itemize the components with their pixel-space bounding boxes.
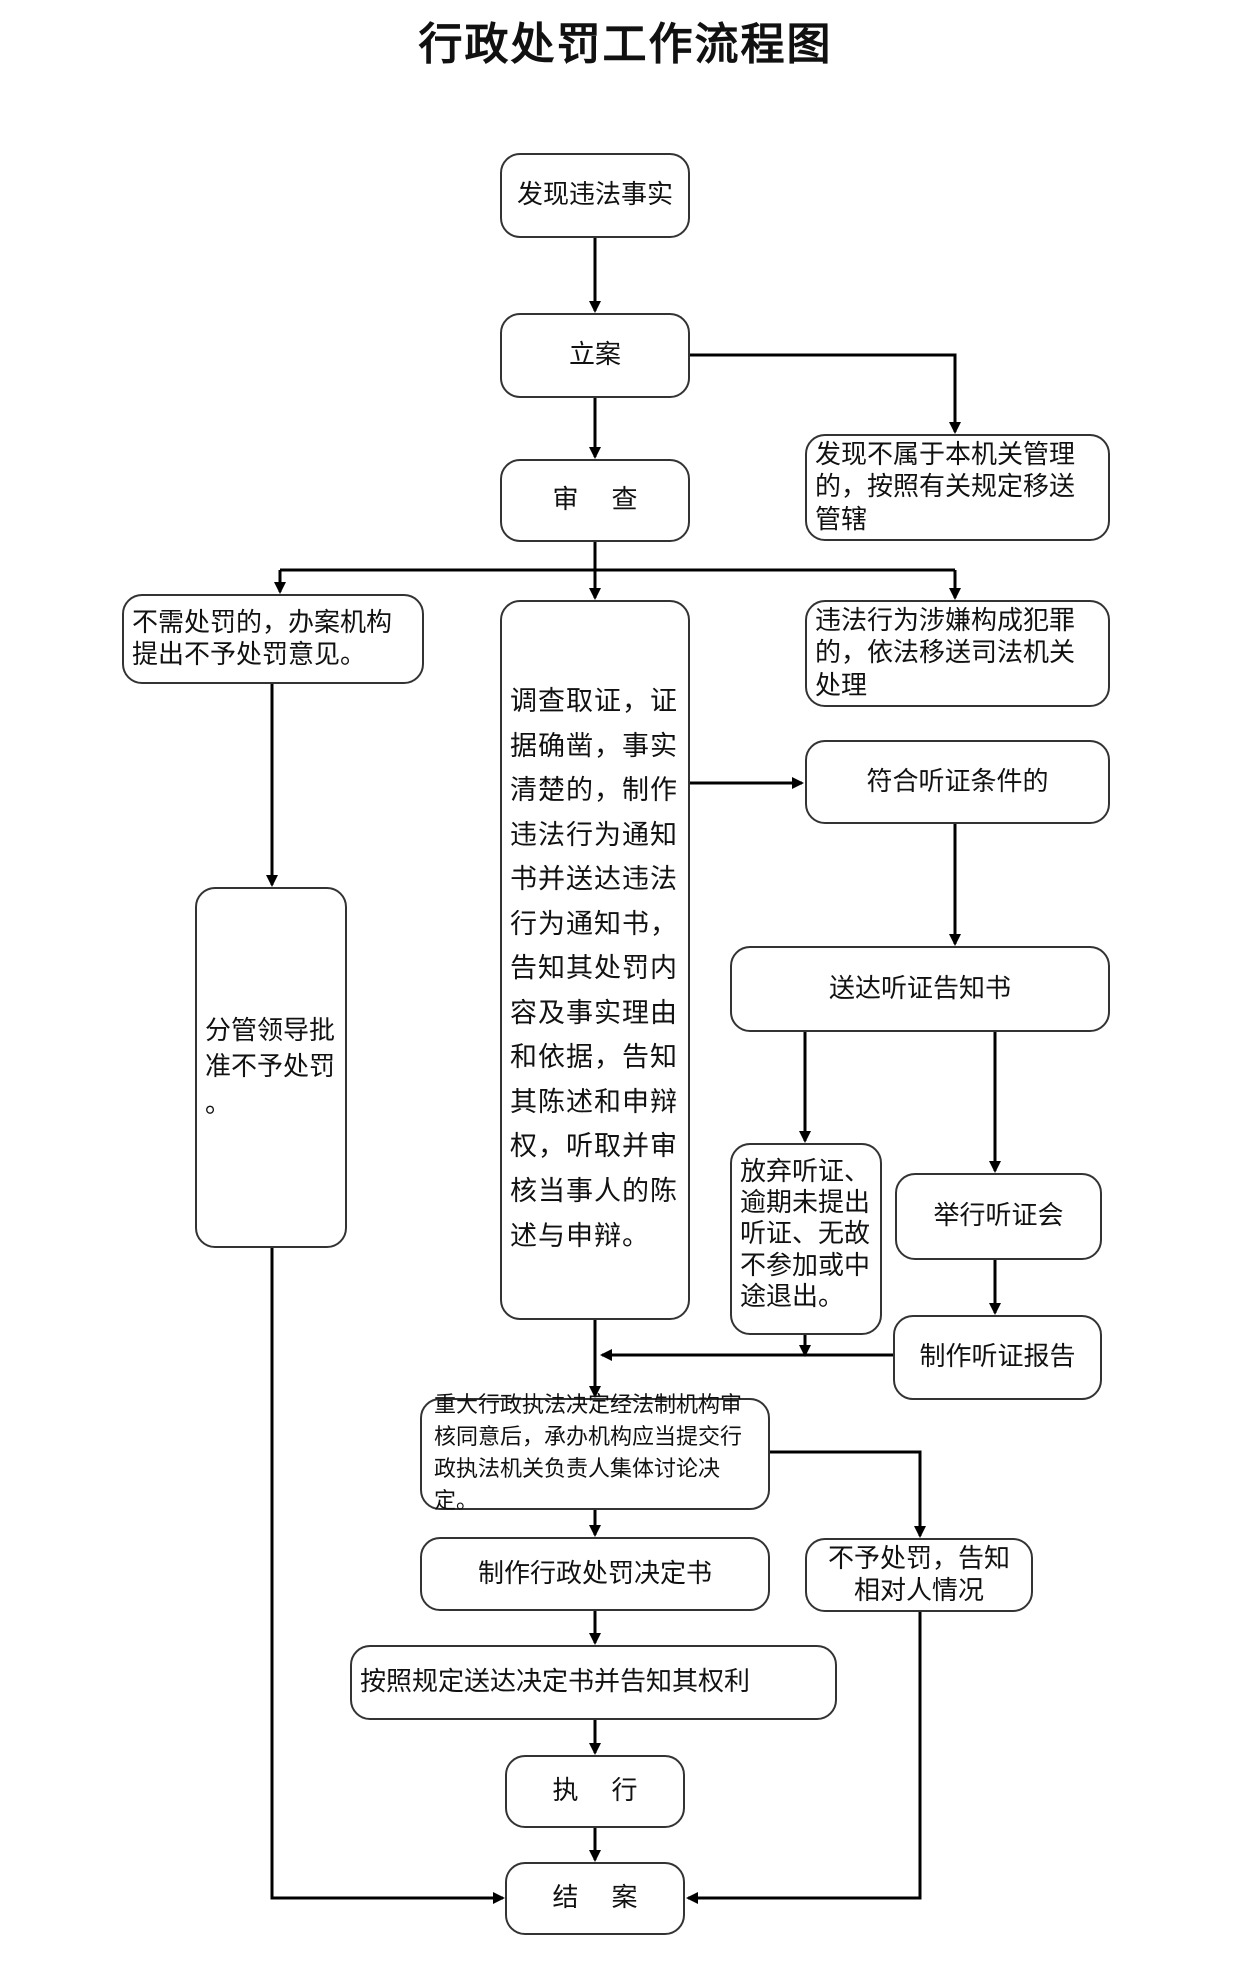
node-transfer-jurisdiction-label: 发现不属于本机关管理 的，按照有关规定移送 管辖 [815, 439, 1076, 535]
node-penalty-decision-label: 制作行政处罚决定书 [477, 1558, 712, 1589]
node-hold-hearing-label: 举行听证会 [933, 1201, 1064, 1232]
node-hold-hearing: 举行听证会 [895, 1173, 1102, 1260]
node-no-penalty-notify: 不予处罚，告知 相对人情况 [805, 1538, 1033, 1612]
arrow-decision-to-no-penalty [770, 1450, 926, 1538]
node-close-case-label: 结 案 [552, 1883, 638, 1914]
node-waive-hearing-label: 放弃听证、 逾期未提出 听证、无故 不参加或中 途退出。 [740, 1157, 871, 1312]
node-close-case: 结 案 [505, 1862, 685, 1935]
node-crime-transfer: 违法行为涉嫌构成犯罪 的，依法移送司法机关 处理 [805, 600, 1110, 707]
node-discover-violation-label: 发现违法事实 [516, 180, 673, 211]
node-review: 审 查 [500, 459, 690, 542]
node-transfer-jurisdiction: 发现不属于本机关管理 的，按照有关规定移送 管辖 [805, 434, 1110, 541]
node-investigate: 调查取证，证 据确凿，事实 清楚的，制作 违法行为通知 书并送达违法 行为通知书… [500, 600, 690, 1320]
node-execute-label: 执 行 [552, 1776, 638, 1807]
node-discover-violation: 发现违法事实 [500, 153, 690, 238]
arrow-leader-to-close [270, 1248, 505, 1904]
node-file-case: 立案 [500, 313, 690, 398]
node-hearing-notice: 送达听证告知书 [730, 946, 1110, 1032]
node-deliver-decision-label: 按照规定送达决定书并告知其权利 [360, 1667, 751, 1698]
node-deliver-decision: 按照规定送达决定书并告知其权利 [350, 1645, 837, 1720]
node-no-penalty-notify-label: 不予处罚，告知 相对人情况 [827, 1543, 1010, 1607]
node-no-penalty-opinion: 不需处罚的，办案机构 提出不予处罚意见。 [122, 594, 424, 684]
node-hearing-notice-label: 送达听证告知书 [828, 973, 1011, 1004]
arrow-file-to-transfer [688, 353, 961, 434]
node-penalty-decision: 制作行政处罚决定书 [420, 1537, 770, 1611]
arrow-no-penalty-to-close [686, 1612, 922, 1904]
node-hearing-eligible-label: 符合听证条件的 [866, 766, 1049, 797]
node-collective-decision: 重大行政执法决定经法制机构审 核同意后，承办机构应当提交行 政执法机关负责人集体… [420, 1393, 770, 1514]
node-crime-transfer-label: 违法行为涉嫌构成犯罪 的，依法移送司法机关 处理 [815, 605, 1076, 701]
node-execute: 执 行 [505, 1755, 685, 1828]
node-review-label: 审 查 [552, 485, 638, 516]
node-leader-approve: 分管领导批 准不予处罚 。 [195, 887, 347, 1248]
node-waive-hearing: 放弃听证、 逾期未提出 听证、无故 不参加或中 途退出。 [730, 1143, 882, 1335]
node-hearing-eligible: 符合听证条件的 [805, 740, 1110, 824]
node-hearing-report-label: 制作听证报告 [919, 1342, 1076, 1373]
node-hearing-report: 制作听证报告 [893, 1315, 1102, 1400]
node-no-penalty-opinion-label: 不需处罚的，办案机构 提出不予处罚意见。 [132, 607, 393, 671]
node-file-case-label: 立案 [568, 340, 621, 371]
node-leader-approve-label: 分管领导批 准不予处罚 。 [205, 1015, 336, 1119]
page-title: 行政处罚工作流程图 [418, 19, 833, 70]
node-investigate-label: 调查取证，证 据确凿，事实 清楚的，制作 违法行为通知 书并送达违法 行为通知书… [510, 686, 678, 1252]
node-collective-decision-label: 重大行政执法决定经法制机构审 核同意后，承办机构应当提交行 政执法机关负责人集体… [434, 1393, 743, 1514]
